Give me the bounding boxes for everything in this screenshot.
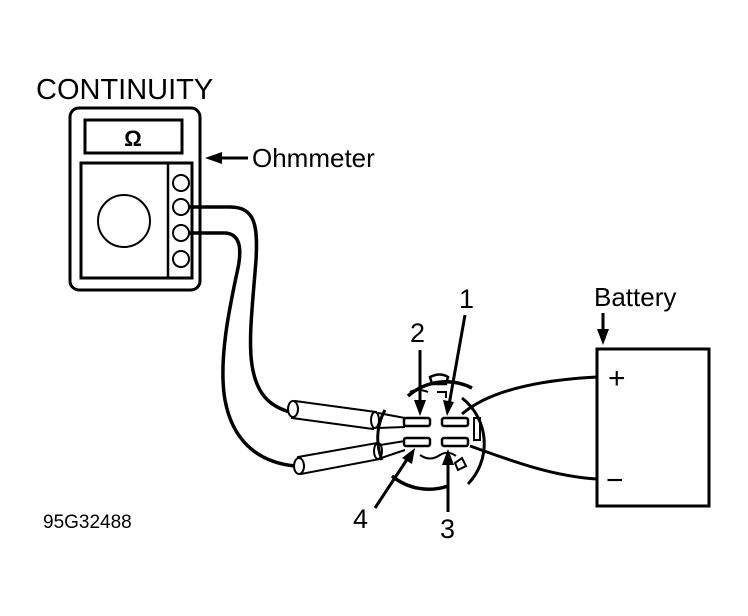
connector-rim-bottom xyxy=(390,474,449,491)
ohmmeter-body xyxy=(68,106,202,292)
ohmmeter-arrow-icon xyxy=(205,152,222,164)
probe-upper xyxy=(287,399,380,431)
battery-label: Battery xyxy=(594,282,676,312)
battery: Battery + − xyxy=(594,282,711,508)
connector-inner-detail xyxy=(419,451,457,460)
battery-positive-terminal: + xyxy=(608,362,626,395)
pin-label-4: 4 xyxy=(353,504,368,534)
title-continuity: CONTINUITY xyxy=(36,74,213,106)
pin-3-arrow-icon xyxy=(442,449,454,465)
ohmmeter-dial xyxy=(97,194,151,248)
pin-label-1: 1 xyxy=(459,284,474,314)
ohmmeter-callout: Ohmmeter xyxy=(205,143,375,173)
terminal-4 xyxy=(402,436,432,448)
terminal-1 xyxy=(440,416,470,428)
connector-rim-left xyxy=(376,409,387,461)
pin-2-arrow-icon xyxy=(414,400,426,416)
ohmmeter-panel xyxy=(79,161,194,280)
figure-id: 95G32488 xyxy=(43,512,132,533)
connector-key xyxy=(428,373,450,386)
connector-rim-top xyxy=(406,380,473,398)
terminal-2 xyxy=(402,416,432,428)
test-lead-lower xyxy=(189,231,296,468)
battery-body xyxy=(595,347,711,508)
ohmmeter-display xyxy=(83,118,184,155)
battery-arrow-icon xyxy=(597,329,609,345)
ohmmeter-label: Ohmmeter xyxy=(252,143,375,173)
omega-icon: Ω xyxy=(124,126,142,151)
ohmmeter-jack-2 xyxy=(172,198,190,216)
wire-to-battery-positive xyxy=(461,375,598,416)
pin-4-arrow-shaft xyxy=(373,457,410,509)
test-lead-upper xyxy=(189,205,291,414)
pin-label-2: 2 xyxy=(410,318,425,348)
pin-1-arrow-icon xyxy=(443,400,454,416)
wire-to-battery-negative xyxy=(469,444,598,481)
ohmmeter-jack-3 xyxy=(172,224,190,242)
pin-label-3: 3 xyxy=(440,514,455,544)
probe-lower-tip xyxy=(379,440,406,459)
pin-4-arrow-icon xyxy=(402,448,415,464)
probe-lower xyxy=(293,441,383,476)
ohmmeter-jack-1 xyxy=(172,174,190,192)
connector xyxy=(376,373,486,491)
terminal-3 xyxy=(440,436,470,448)
connector-key-mark xyxy=(437,391,447,398)
ohmmeter: Ω xyxy=(68,106,202,292)
pin-1-arrow-shaft xyxy=(447,314,467,406)
ohmmeter-jack-4 xyxy=(172,250,190,268)
connector-inner-latch xyxy=(453,456,468,472)
pin-callouts: 1 2 3 4 xyxy=(353,284,474,544)
connector-side-slot xyxy=(473,417,481,441)
test-leads xyxy=(189,205,406,476)
battery-negative-terminal: − xyxy=(606,464,624,497)
